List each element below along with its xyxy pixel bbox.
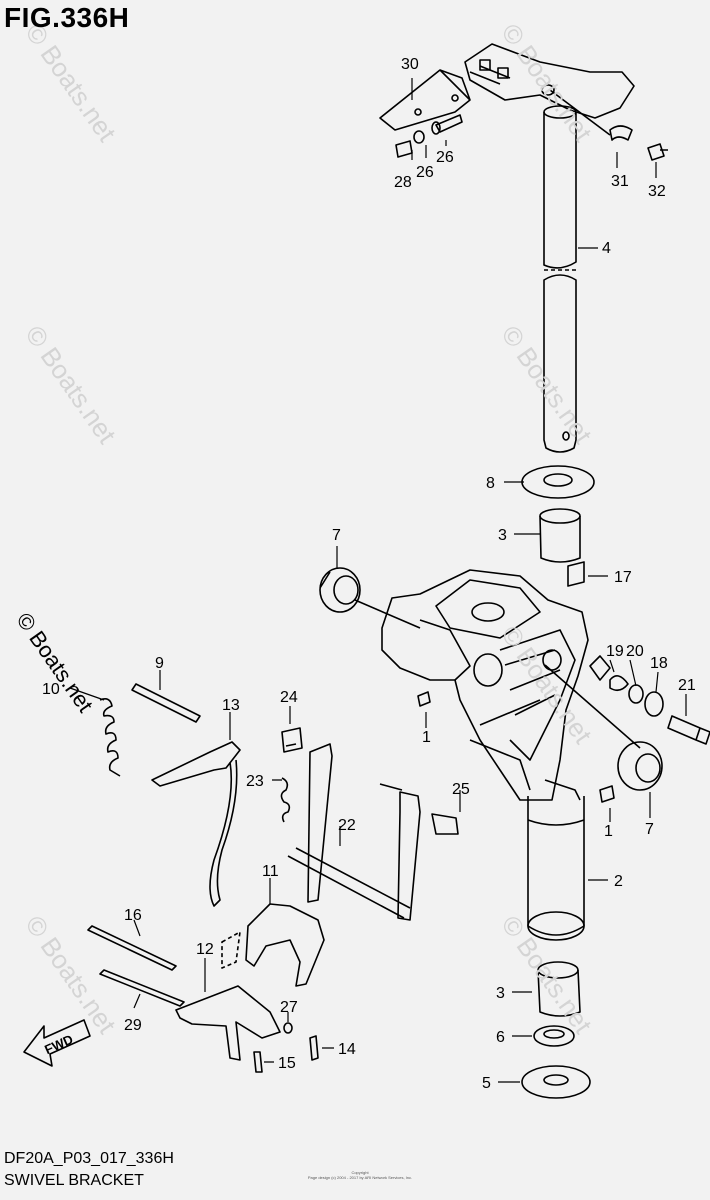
figure-title: FIG.336H bbox=[4, 2, 130, 33]
copyright-line-1: Copyright bbox=[351, 1170, 369, 1175]
copyright-line-2: Page design (c) 2004 - 2017 by ARI Netwo… bbox=[307, 1175, 413, 1180]
bolt-26-lower bbox=[431, 813, 459, 835]
clamp-11-guide bbox=[221, 931, 241, 969]
washer-6 bbox=[533, 1025, 575, 1047]
link-24 bbox=[287, 743, 421, 921]
screw-1-upper bbox=[417, 691, 431, 707]
washer-8 bbox=[521, 465, 595, 499]
fwd-arrow-icon bbox=[23, 1019, 91, 1067]
steering-head bbox=[464, 43, 635, 136]
lever-15 bbox=[151, 741, 241, 907]
figure-code: DF20A_P03_017_336H bbox=[4, 1150, 174, 1167]
clamp-11 bbox=[245, 903, 325, 987]
clip-31 bbox=[609, 125, 633, 141]
bolt-23 bbox=[667, 715, 710, 745]
washer-28 bbox=[413, 130, 425, 144]
bracket-12 bbox=[175, 985, 281, 1061]
pad-19 bbox=[567, 561, 585, 587]
washer-17 bbox=[283, 1022, 293, 1034]
pin-14 bbox=[253, 1051, 263, 1073]
pin-13 bbox=[309, 1035, 319, 1061]
bolt-26-upper bbox=[281, 727, 303, 753]
pin-9 bbox=[131, 683, 201, 723]
screw-1-lower bbox=[599, 785, 615, 803]
leader-lines bbox=[69, 78, 687, 1083]
bushing-3-upper bbox=[539, 508, 581, 563]
rod-16 bbox=[87, 925, 177, 971]
swivel-bracket-body bbox=[354, 569, 641, 801]
copyright: Copyright Page design (c) 2004 - 2017 by… bbox=[300, 1170, 420, 1180]
bushing-7-right bbox=[617, 741, 663, 791]
spring-10 bbox=[99, 698, 121, 777]
washer-22 bbox=[628, 684, 644, 704]
steering-shaft-4 bbox=[543, 105, 577, 453]
spring-21 bbox=[609, 675, 629, 692]
bushing-20 bbox=[644, 691, 664, 717]
nut-30 bbox=[395, 140, 413, 158]
bolt-32 bbox=[647, 143, 668, 161]
washer-5 bbox=[521, 1065, 591, 1099]
rod-18 bbox=[99, 969, 185, 1007]
bolt-29 bbox=[431, 114, 463, 135]
steering-bracket-27 bbox=[379, 69, 471, 131]
bushing-7-left bbox=[319, 567, 361, 613]
swivel-tube-2 bbox=[527, 796, 585, 941]
part-21-spacer bbox=[589, 655, 611, 681]
bushing-3-lower bbox=[537, 961, 581, 1017]
figure-subtitle: SWIVEL BRACKET bbox=[4, 1172, 144, 1189]
spring-25 bbox=[280, 777, 291, 823]
